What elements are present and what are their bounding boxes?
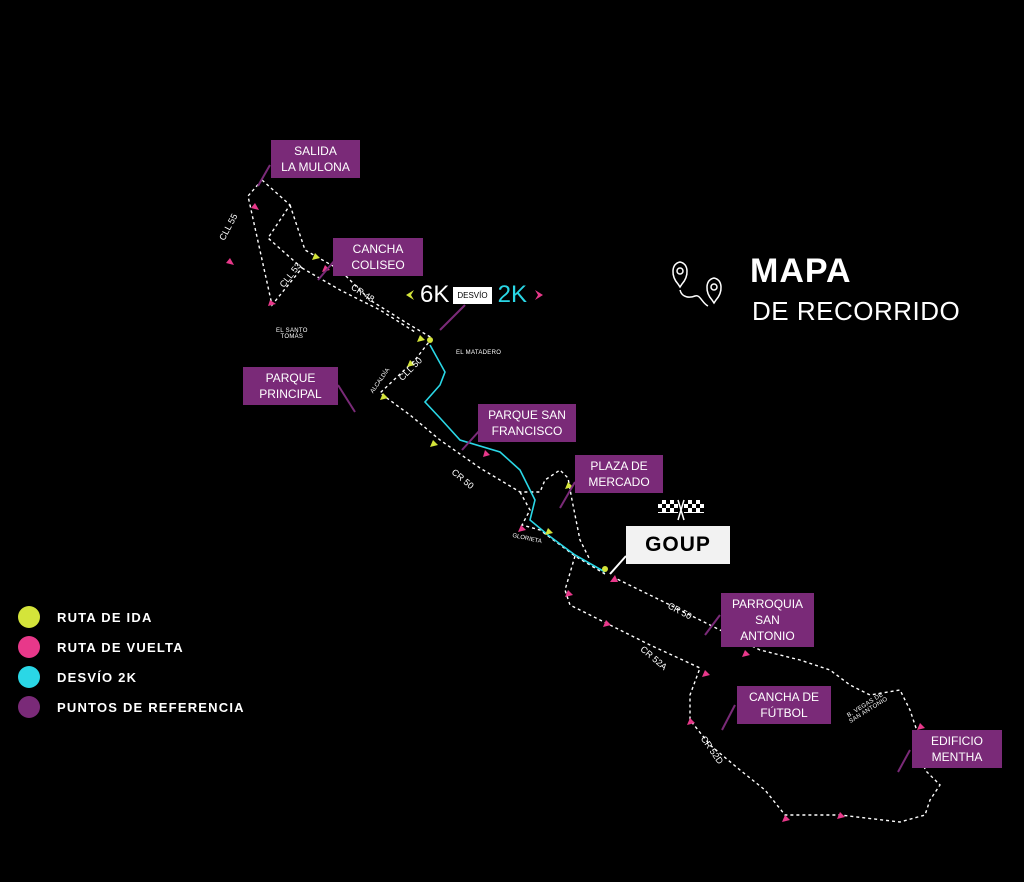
chevron-right-icon (534, 290, 543, 300)
finish-dot (602, 566, 608, 572)
legend-label: RUTA DE IDA (57, 609, 153, 625)
ref-cancha-de-futbol: CANCHA DE FÚTBOL (737, 686, 831, 724)
legend-label: PUNTOS DE REFERENCIA (57, 699, 245, 715)
ref-plaza-de-mercado: PLAZA DE MERCADO (575, 455, 663, 493)
route-pin-icon (672, 261, 722, 307)
legend-dot-vuelta (18, 636, 40, 658)
legend-item-vuelta: RUTA DE VUELTA (18, 632, 245, 662)
detour-start-dot (427, 337, 433, 343)
ref-line: SAN ANTONIO (740, 613, 795, 643)
ref-salida-la-mulona: SALIDA LA MULONA (271, 140, 360, 178)
ref-line: PARQUE SAN (488, 408, 566, 422)
ref-line: PARROQUIA (731, 597, 804, 611)
detour-6k-label: 6K (420, 281, 450, 308)
map-title: MAPA (750, 252, 852, 290)
ref-parroquia-san-antonio: PARROQUIA SAN ANTONIO (721, 593, 814, 647)
map-subtitle: DE RECORRIDO (752, 296, 961, 326)
ref-parque-principal: PARQUE PRINCIPAL (243, 367, 338, 405)
ref-cancha-coliseo: CANCHA COLISEO (333, 238, 423, 276)
ref-line: FÚTBOL (760, 706, 808, 720)
ref-line: MERCADO (588, 475, 650, 489)
legend-label: DESVÍO 2K (57, 669, 138, 685)
legend: RUTA DE IDA RUTA DE VUELTA DESVÍO 2K PUN… (18, 602, 245, 722)
ref-line: COLISEO (351, 258, 405, 272)
ref-line: PLAZA DE (590, 459, 648, 473)
legend-item-ida: RUTA DE IDA (18, 602, 245, 632)
ref-line: CANCHA (352, 242, 404, 256)
return-arrows (226, 203, 925, 822)
ref-line: PRINCIPAL (259, 387, 322, 401)
outbound-arrows (312, 253, 573, 535)
place-line: EL SANTO (276, 328, 308, 334)
place-matadero: EL MATADERO (456, 350, 502, 356)
ref-line: MENTHA (931, 750, 983, 764)
ref-line: CANCHA DE (748, 690, 819, 704)
ref-edificio-mentha: EDIFICIO MENTHA (912, 730, 1002, 768)
detour-box-label: DESVÍO (453, 286, 492, 304)
detour-2k-label: 2K (497, 281, 527, 308)
goup-pointer (609, 555, 627, 575)
ref-line: SALIDA (294, 144, 337, 158)
ref-line: LA MULONA (281, 160, 350, 174)
place-line: TOMÁS (280, 334, 304, 340)
legend-label: RUTA DE VUELTA (57, 639, 184, 655)
finish-goup-label: GOUP (626, 526, 730, 564)
legend-dot-desvio (18, 666, 40, 688)
legend-item-desvio: DESVÍO 2K (18, 662, 245, 692)
chevron-left-icon (406, 290, 414, 300)
checkered-flags-icon (658, 499, 704, 521)
place-santo-tomas: EL SANTO TOMÁS (276, 328, 308, 340)
detour-banner: 6K DESVÍO 2K (404, 277, 545, 313)
ref-line: FRANCISCO (491, 424, 563, 438)
reference-pointers (257, 164, 911, 773)
legend-item-referencia: PUNTOS DE REFERENCIA (18, 692, 245, 722)
detour-line (423, 344, 606, 573)
legend-dot-ida (18, 606, 40, 628)
ref-line: EDIFICIO (930, 734, 983, 748)
legend-dot-referencia (18, 696, 40, 718)
ref-parque-san-francisco: PARQUE SAN FRANCISCO (478, 404, 576, 442)
ref-line: PARQUE (265, 371, 316, 385)
route-line (247, 179, 941, 823)
